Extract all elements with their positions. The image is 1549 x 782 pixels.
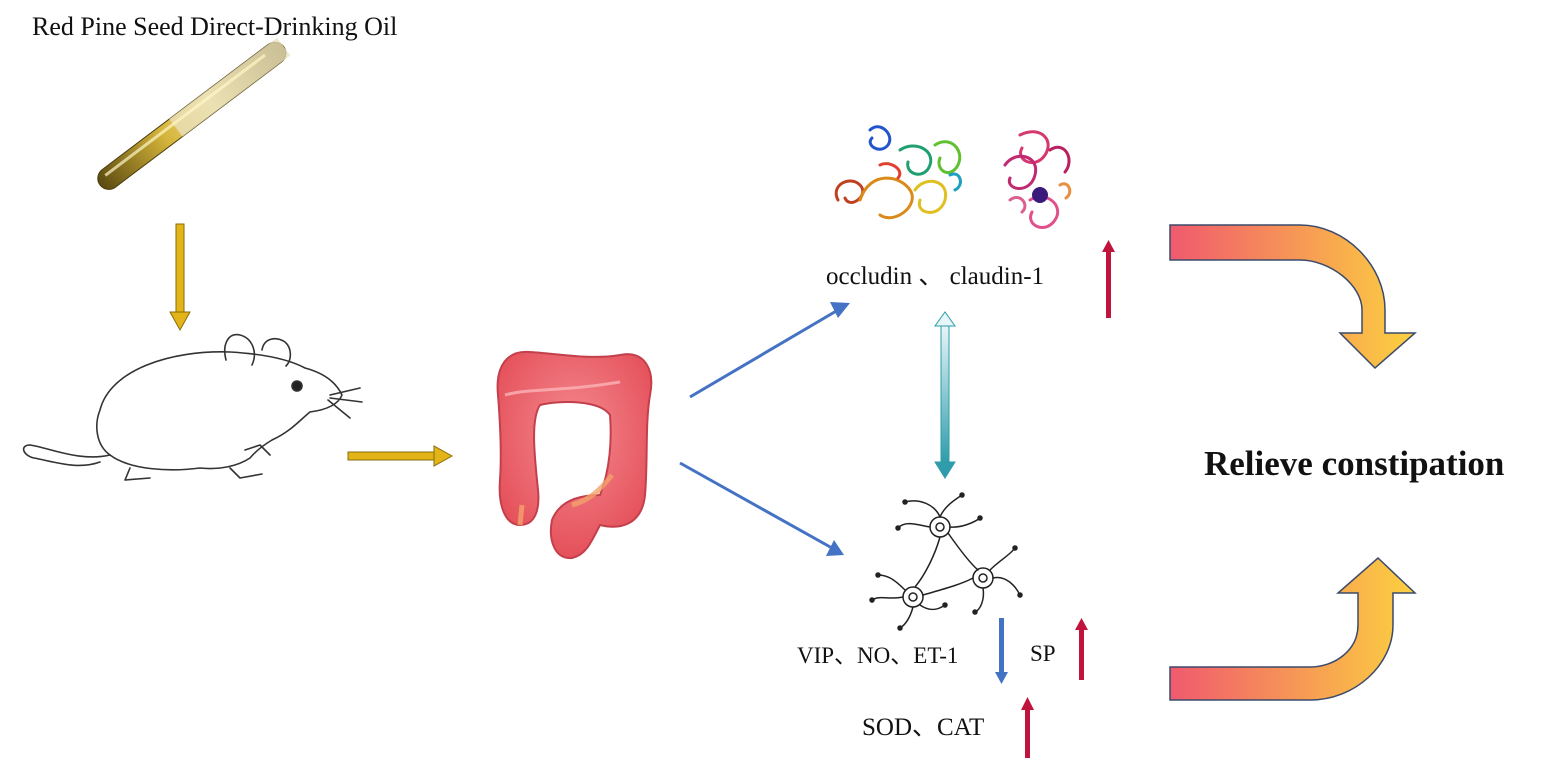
antioxidant-label: SOD、CAT <box>862 714 985 741</box>
neuron-network-icon <box>869 492 1023 631</box>
flow-arrow-right <box>347 445 454 467</box>
tight-junction-separator: 、 <box>918 263 944 290</box>
neurotransmitter-down-arrow <box>995 618 1008 684</box>
title-label: Red Pine Seed Direct-Drinking Oil <box>32 12 398 41</box>
tight-junction-up-arrow <box>1102 240 1115 318</box>
neurotransmitter-decreased-label: VIP、NO、ET-1 <box>797 643 959 668</box>
flow-arrow-down <box>169 223 191 332</box>
pathway-arrow-upper <box>689 302 850 399</box>
mouse-icon <box>22 333 363 481</box>
pathway-arrow-lower <box>679 461 844 556</box>
sp-up-arrow <box>1075 618 1088 680</box>
link-arrow-bidirectional <box>934 311 956 479</box>
antioxidant-up-arrow <box>1021 697 1034 758</box>
tight-junction-label: occludin 、 claudin-1 <box>826 264 1044 289</box>
occludin-label: occludin <box>826 263 913 290</box>
outcome-label: Relieve constipation <box>1204 444 1505 483</box>
claudin-protein-icon <box>1003 130 1072 229</box>
curve-arrow-top <box>1169 224 1417 370</box>
oil-dropper-icon <box>97 37 291 190</box>
curve-arrow-bottom <box>1169 556 1417 701</box>
occludin-protein-icon <box>834 125 962 220</box>
neurotransmitter-increased-label: SP <box>1030 641 1056 666</box>
claudin-label: claudin-1 <box>949 263 1045 290</box>
colon-icon <box>496 350 653 560</box>
